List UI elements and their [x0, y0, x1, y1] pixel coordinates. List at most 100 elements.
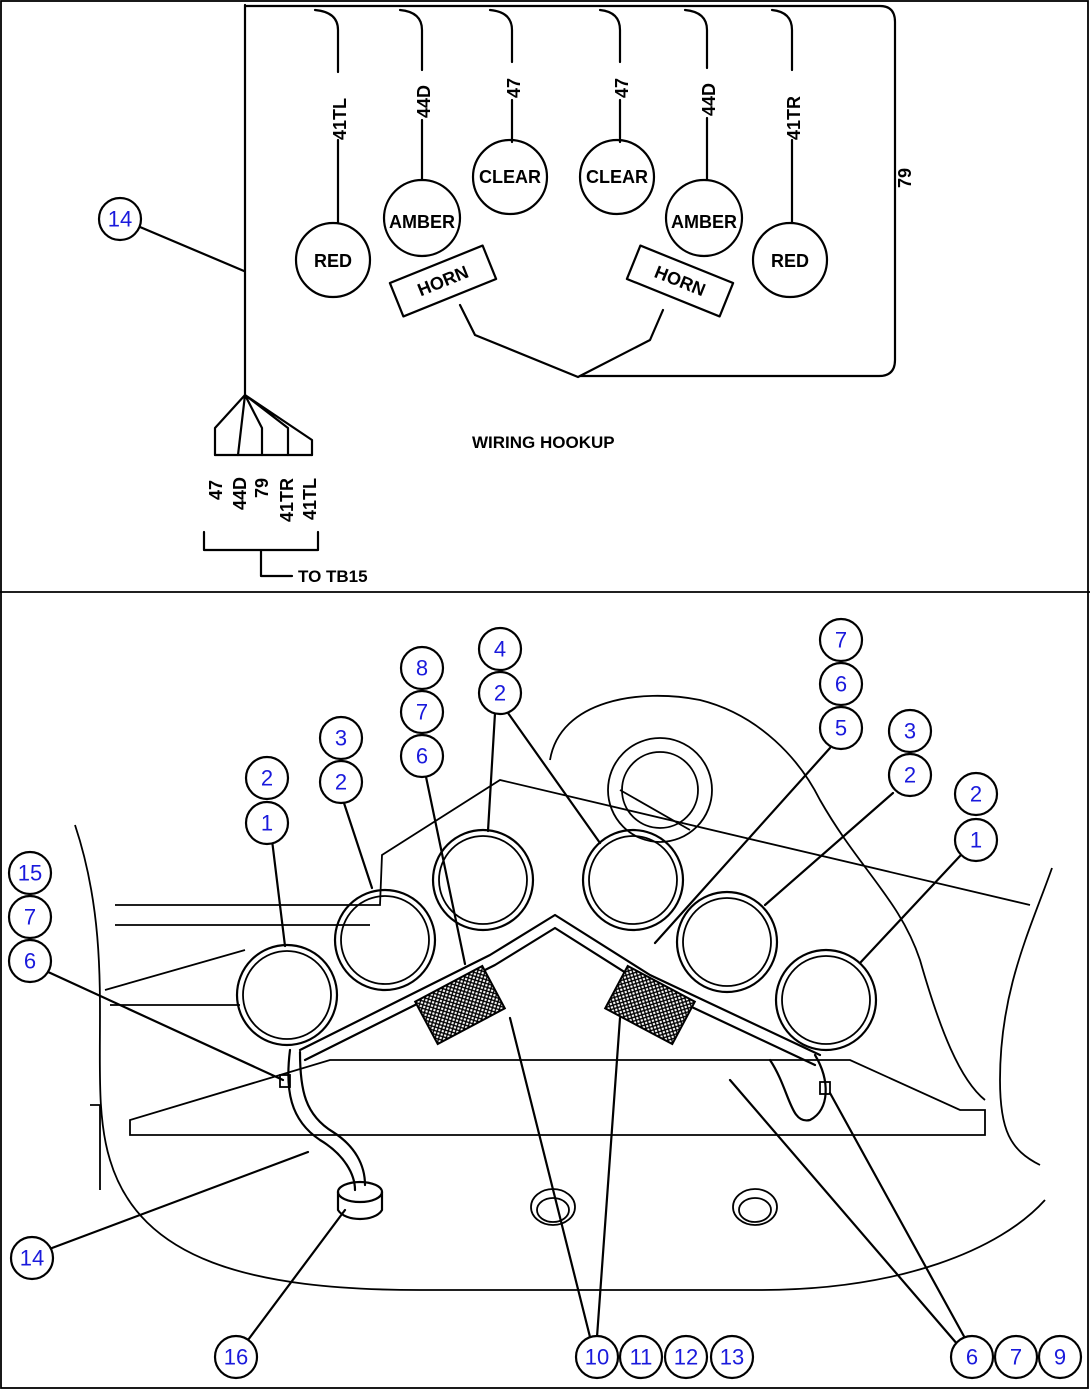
- housing-hump: [549, 694, 986, 1101]
- callout[interactable]: 9: [1037, 1334, 1083, 1380]
- callout[interactable]: 14: [9, 1235, 55, 1281]
- horn-right: HORN: [625, 244, 735, 318]
- svg-text:3: 3: [335, 726, 347, 751]
- harness-rail-lower: [303, 926, 817, 1067]
- callout[interactable]: 2: [244, 755, 290, 801]
- callout[interactable]: 2: [887, 752, 933, 798]
- callout[interactable]: 6: [818, 661, 864, 707]
- svg-text:2: 2: [261, 766, 273, 791]
- svg-text:9: 9: [1054, 1345, 1066, 1370]
- callout[interactable]: 4: [477, 626, 523, 672]
- callout[interactable]: 5: [818, 705, 864, 751]
- svg-text:AMBER: AMBER: [389, 212, 455, 232]
- housing-right-edge: [999, 867, 1053, 1166]
- wire-44d-left: [398, 8, 424, 72]
- svg-text:CLEAR: CLEAR: [479, 167, 541, 187]
- wire-label-47-left: 47: [504, 78, 524, 98]
- svg-text:1: 1: [970, 828, 982, 853]
- horn-right-body: [603, 964, 697, 1046]
- center-boss-outer: [607, 737, 713, 843]
- svg-text:6: 6: [416, 744, 428, 769]
- tb15-bracket: [202, 530, 320, 578]
- callout[interactable]: 10: [574, 1334, 620, 1380]
- callout[interactable]: 16: [213, 1334, 259, 1380]
- wire-41tl: [313, 8, 340, 74]
- callout[interactable]: 2: [318, 759, 364, 805]
- clip-right: [819, 1081, 831, 1095]
- callouts: 14 2 1 3 2 8 7 6 4 2 7 6 5 3 2 2 1 15 7 …: [7, 196, 1083, 1380]
- callout[interactable]: 12: [663, 1334, 709, 1380]
- wire-label-41tr: 41TR: [784, 96, 804, 140]
- svg-text:10: 10: [585, 1345, 609, 1370]
- callout[interactable]: 7: [818, 617, 864, 663]
- callout[interactable]: 13: [709, 1334, 755, 1380]
- svg-text:7: 7: [835, 628, 847, 653]
- lamp-amber-right: AMBER: [664, 178, 744, 258]
- svg-text:6: 6: [24, 949, 36, 974]
- wiring-hookup-title: WIRING HOOKUP: [472, 433, 615, 452]
- svg-text:3: 3: [904, 719, 916, 744]
- harness-rail-upper: [298, 913, 822, 1057]
- svg-text:14: 14: [20, 1246, 44, 1271]
- svg-text:HORN: HORN: [652, 262, 709, 300]
- horn-left-body: [413, 964, 507, 1046]
- lamp-clear-left: CLEAR: [471, 138, 549, 216]
- wire-label-44d-right: 44D: [699, 83, 719, 116]
- svg-text:2: 2: [494, 681, 506, 706]
- callout[interactable]: 2: [477, 670, 523, 716]
- svg-text:7: 7: [24, 905, 36, 930]
- connector-label-44d: 44D: [230, 477, 250, 510]
- wire-47-right: [598, 8, 622, 64]
- svg-text:2: 2: [335, 770, 347, 795]
- svg-text:AMBER: AMBER: [671, 212, 737, 232]
- callout[interactable]: 6: [7, 938, 53, 984]
- callout[interactable]: 1: [953, 817, 999, 863]
- svg-text:2: 2: [904, 763, 916, 788]
- svg-text:RED: RED: [771, 251, 809, 271]
- callout[interactable]: 1: [244, 800, 290, 846]
- wiring-hookup: 41TL 44D 47 47 44D 41TR 79 RED AMBER CLE…: [202, 3, 915, 586]
- callout[interactable]: 8: [399, 645, 445, 691]
- lamp-red-left: RED: [294, 221, 372, 299]
- svg-text:16: 16: [224, 1345, 248, 1370]
- connector-label-47: 47: [206, 480, 226, 500]
- callout[interactable]: 6: [949, 1334, 995, 1380]
- clip-left: [279, 1074, 291, 1088]
- callout[interactable]: 6: [399, 733, 445, 779]
- wire-label-44d-left: 44D: [414, 85, 434, 118]
- harness-bus: [243, 3, 897, 397]
- svg-text:RED: RED: [314, 251, 352, 271]
- svg-text:HORN: HORN: [415, 262, 472, 300]
- callout[interactable]: 14: [97, 196, 143, 242]
- wire-label-41tl: 41TL: [330, 98, 350, 140]
- callout[interactable]: 2: [953, 771, 999, 817]
- callout[interactable]: 7: [993, 1334, 1039, 1380]
- lamp-amber-left: AMBER: [382, 178, 462, 258]
- wire-47-left: [488, 8, 514, 64]
- wire-label-79: 79: [895, 168, 915, 188]
- callout[interactable]: 7: [7, 894, 53, 940]
- svg-text:7: 7: [1010, 1345, 1022, 1370]
- callout[interactable]: 3: [887, 708, 933, 754]
- connector-label-41tl: 41TL: [300, 478, 320, 520]
- callout[interactable]: 3: [318, 715, 364, 761]
- housing-top-edge: [115, 779, 1031, 906]
- connector-fanout: [213, 393, 314, 457]
- svg-text:12: 12: [674, 1345, 698, 1370]
- wire-label-47-right: 47: [612, 78, 632, 98]
- svg-text:4: 4: [494, 637, 506, 662]
- lamp-assembly: [235, 828, 878, 1052]
- lamp-red-right: RED: [751, 221, 829, 299]
- callout[interactable]: 7: [399, 689, 445, 735]
- callout[interactable]: 15: [7, 850, 53, 896]
- lamp-clear-right: CLEAR: [578, 138, 656, 216]
- mounting-plate: [129, 1059, 986, 1136]
- svg-text:6: 6: [966, 1345, 978, 1370]
- callout[interactable]: 11: [618, 1334, 664, 1380]
- mount-hole-right: [732, 1188, 778, 1226]
- svg-text:CLEAR: CLEAR: [586, 167, 648, 187]
- svg-text:13: 13: [720, 1345, 744, 1370]
- svg-text:14: 14: [108, 207, 132, 232]
